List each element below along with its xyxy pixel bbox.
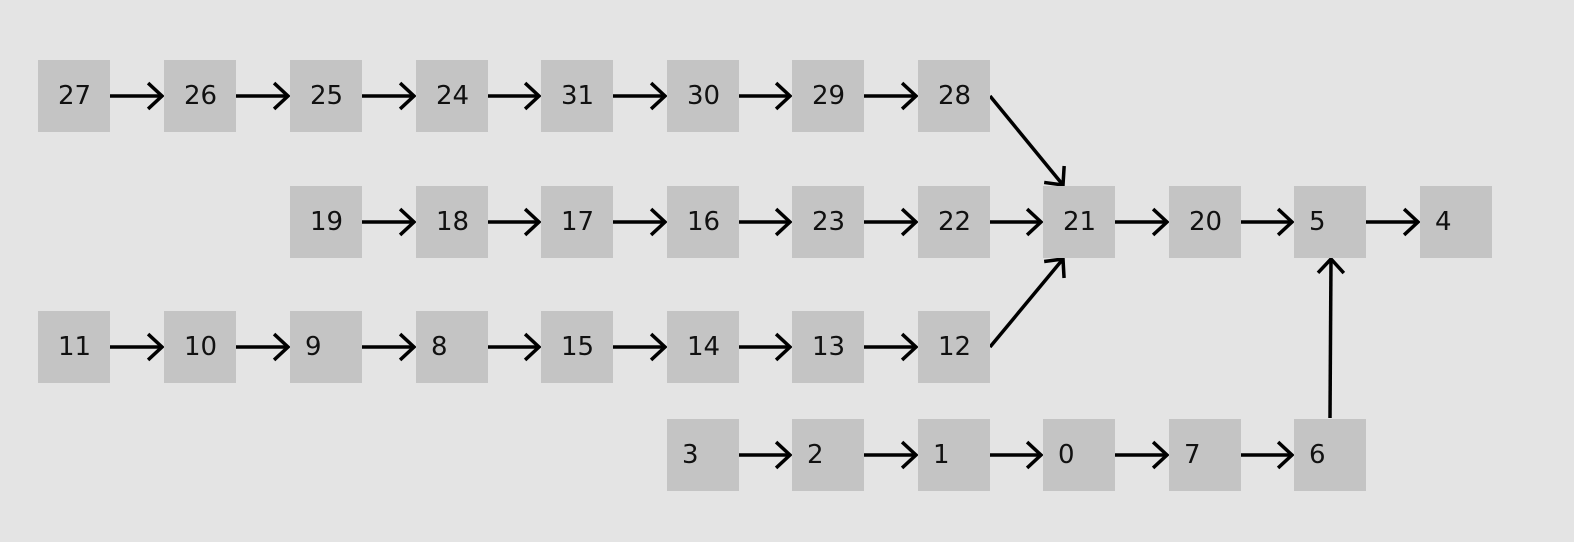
node-label: 21 [1063, 207, 1097, 237]
node-label: 4 [1435, 207, 1452, 237]
edge-arrow [988, 257, 1066, 349]
node-label: 22 [938, 207, 972, 237]
graph-node-3: 3 [667, 419, 739, 491]
edge-arrow [110, 332, 165, 362]
edge-arrow [990, 440, 1044, 470]
node-label: 8 [431, 332, 448, 362]
graph-node-29: 29 [792, 60, 864, 132]
graph-node-11: 11 [38, 311, 110, 383]
node-label: 17 [561, 207, 595, 237]
graph-node-28: 28 [918, 60, 990, 132]
graph-node-9: 9 [290, 311, 362, 383]
edge-arrow [488, 332, 542, 362]
node-label: 27 [58, 81, 92, 111]
edge-arrow [236, 332, 291, 362]
node-label: 1 [933, 440, 950, 470]
edge-arrow [739, 332, 793, 362]
graph-node-20: 20 [1169, 186, 1241, 258]
node-label: 30 [687, 81, 721, 111]
node-label: 28 [938, 81, 972, 111]
edge-arrow [1115, 207, 1170, 237]
edge-arrow [864, 332, 919, 362]
node-label: 13 [812, 332, 846, 362]
graph-node-1: 1 [918, 419, 990, 491]
edge-arrow [1241, 440, 1295, 470]
graph-node-10: 10 [164, 311, 236, 383]
node-label: 11 [58, 332, 92, 362]
node-label: 20 [1189, 207, 1223, 237]
graph-node-18: 18 [416, 186, 488, 258]
edge-arrow [988, 94, 1066, 187]
node-label: 29 [812, 81, 846, 111]
graph-node-14: 14 [667, 311, 739, 383]
node-label: 9 [305, 332, 322, 362]
node-label: 12 [938, 332, 972, 362]
graph-node-23: 23 [792, 186, 864, 258]
edge-arrow [1316, 256, 1346, 419]
node-label: 3 [682, 440, 699, 470]
edge-arrow [739, 440, 793, 470]
edge-arrow [739, 207, 793, 237]
edge-arrow [488, 207, 542, 237]
edge-arrow [488, 81, 542, 111]
graph-node-7: 7 [1169, 419, 1241, 491]
graph-node-17: 17 [541, 186, 613, 258]
edge-arrow [613, 332, 668, 362]
graph-node-12: 12 [918, 311, 990, 383]
edge-arrow [613, 207, 668, 237]
graph-node-27: 27 [38, 60, 110, 132]
edge-arrow [864, 440, 919, 470]
graph-node-31: 31 [541, 60, 613, 132]
graph-node-4: 4 [1420, 186, 1492, 258]
graph-node-21: 21 [1043, 186, 1115, 258]
node-label: 10 [184, 332, 218, 362]
node-label: 31 [561, 81, 595, 111]
graph-node-6: 6 [1294, 419, 1366, 491]
graph-node-2: 2 [792, 419, 864, 491]
node-label: 6 [1309, 440, 1326, 470]
graph-node-26: 26 [164, 60, 236, 132]
graph-node-13: 13 [792, 311, 864, 383]
graph-node-8: 8 [416, 311, 488, 383]
edge-arrow [613, 81, 668, 111]
node-label: 2 [807, 440, 824, 470]
node-label: 16 [687, 207, 721, 237]
edge-arrow [362, 207, 417, 237]
node-label: 19 [310, 207, 344, 237]
node-label: 5 [1309, 207, 1326, 237]
graph-node-16: 16 [667, 186, 739, 258]
edge-arrow [1366, 207, 1421, 237]
edge-arrow [990, 207, 1044, 237]
edge-arrow [1115, 440, 1170, 470]
node-label: 14 [687, 332, 721, 362]
graph-node-25: 25 [290, 60, 362, 132]
edge-arrow [864, 207, 919, 237]
node-label: 18 [436, 207, 470, 237]
graph-node-24: 24 [416, 60, 488, 132]
node-label: 24 [436, 81, 470, 111]
edge-arrow [110, 81, 165, 111]
edge-arrow [362, 332, 417, 362]
graph-node-22: 22 [918, 186, 990, 258]
node-label: 15 [561, 332, 595, 362]
graph-node-5: 5 [1294, 186, 1366, 258]
graph-node-30: 30 [667, 60, 739, 132]
graph-node-15: 15 [541, 311, 613, 383]
node-label: 26 [184, 81, 218, 111]
graph-node-0: 0 [1043, 419, 1115, 491]
node-label: 25 [310, 81, 344, 111]
edge-arrow [362, 81, 417, 111]
edge-arrow [739, 81, 793, 111]
edge-arrow [864, 81, 919, 111]
node-label: 23 [812, 207, 846, 237]
edge-arrow [236, 81, 291, 111]
graph-node-19: 19 [290, 186, 362, 258]
node-label: 7 [1184, 440, 1201, 470]
node-label: 0 [1058, 440, 1075, 470]
edge-arrow [1241, 207, 1295, 237]
